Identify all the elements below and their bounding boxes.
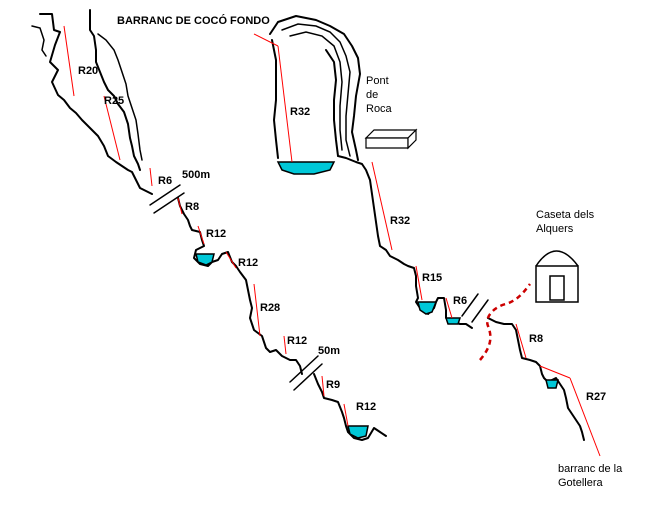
house-icon xyxy=(535,250,579,303)
distance-label: 50m xyxy=(318,345,340,357)
diagram-title: BARRANC DE COCÓ FONDO xyxy=(117,14,270,27)
gap-mark-right-a xyxy=(461,293,479,317)
pool-right-1 xyxy=(417,301,438,315)
tank-icon xyxy=(364,128,418,150)
rappel-label: R15 xyxy=(422,272,442,284)
rope-r12c xyxy=(283,335,287,355)
rope-r32a xyxy=(253,33,279,47)
arch-strata-1 xyxy=(281,23,351,157)
rope-r6r xyxy=(445,297,453,319)
pont-label-line: de xyxy=(366,89,378,101)
rope-r25 xyxy=(103,95,121,161)
pool-left-1 xyxy=(195,253,215,266)
rope-r27b xyxy=(569,377,601,457)
gap-mark-500-b xyxy=(153,192,185,214)
pool-right-2 xyxy=(444,317,462,325)
rappel-label: R8 xyxy=(529,333,543,345)
rappel-label: R6 xyxy=(158,175,172,187)
left-wall-inner xyxy=(89,9,141,171)
pool-arch xyxy=(276,161,336,175)
left-wall-mid xyxy=(177,197,303,375)
rappel-label: R32 xyxy=(290,106,310,118)
gotellera-label: barranc de la Gotellera xyxy=(558,463,623,489)
rappel-label: R12 xyxy=(206,228,226,240)
pont-de-roca-label: Pont de Roca xyxy=(366,75,393,115)
rappel-label: R20 xyxy=(78,65,98,77)
gotellera-label-line: barranc de la xyxy=(558,463,623,475)
pool-left-2 xyxy=(347,425,369,439)
rappel-label: R32 xyxy=(390,215,410,227)
distance-label: 500m xyxy=(182,169,210,181)
rappel-label: R12 xyxy=(287,335,307,347)
right-rappel-labels: R32 R32 R15 R6 R8 R27 xyxy=(290,106,606,403)
arch-strata-2 xyxy=(289,31,343,151)
arch-inner-left xyxy=(271,39,279,159)
rope-r32a-drop xyxy=(277,45,293,163)
pont-label-line: Pont xyxy=(366,75,389,87)
rappel-label: R12 xyxy=(238,257,258,269)
rope-r12a xyxy=(197,225,205,245)
rappel-label: R12 xyxy=(356,401,376,413)
left-wall-strata xyxy=(97,33,143,161)
rappel-label: R25 xyxy=(104,95,124,107)
left-wall-strata-2 xyxy=(31,25,47,57)
rope-r6 xyxy=(149,167,153,187)
right-canyon-profile xyxy=(253,15,601,457)
caseta-label-line: Alquers xyxy=(536,223,574,235)
rope-r20 xyxy=(63,25,75,97)
rope-r12d xyxy=(343,403,349,427)
rope-r27a xyxy=(539,365,571,379)
exit-path xyxy=(479,283,531,361)
rope-r15 xyxy=(415,265,423,301)
right-wall-upper xyxy=(337,155,473,329)
rope-r8r xyxy=(515,323,527,359)
rappel-label: R6 xyxy=(453,295,467,307)
left-wall-lower xyxy=(313,373,387,441)
gap-mark-right-b xyxy=(471,299,489,323)
rappel-label: R9 xyxy=(326,379,340,391)
rappel-label: R28 xyxy=(260,302,280,314)
gap-mark-50-b xyxy=(293,363,323,391)
gap-mark-50-a xyxy=(289,355,319,383)
left-canyon-profile xyxy=(31,9,387,441)
rope-r8 xyxy=(177,197,183,215)
pool-right-3 xyxy=(545,379,559,389)
gotellera-label-line: Gotellera xyxy=(558,477,604,489)
left-rappel-labels: R20 R25 R6 500m R8 R12 R12 R28 R12 50m R… xyxy=(78,65,376,413)
rope-r9 xyxy=(321,375,325,397)
caseta-label: Caseta dels Alquers xyxy=(536,209,595,235)
gap-mark-500-a xyxy=(149,184,181,206)
rope-r32b xyxy=(371,161,393,251)
arch-inner-right xyxy=(325,49,339,157)
left-wall-outer xyxy=(39,13,153,195)
rope-r12b xyxy=(225,251,237,269)
rappel-label: R27 xyxy=(586,391,606,403)
arch-outer xyxy=(269,15,361,161)
rope-r28 xyxy=(253,283,261,337)
right-wall-lower xyxy=(487,317,585,441)
pont-label-line: Roca xyxy=(366,103,393,115)
rappel-label: R8 xyxy=(185,201,199,213)
caseta-label-line: Caseta dels xyxy=(536,209,595,221)
